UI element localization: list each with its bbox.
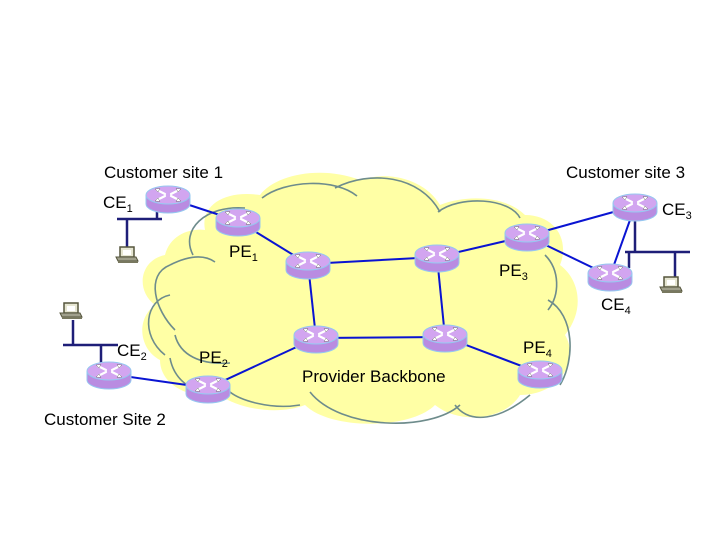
label-sub: 2 — [140, 351, 147, 363]
lan-segments — [63, 208, 690, 364]
router-icon-pe3 — [503, 222, 551, 253]
router-label-ce1: CE1 — [103, 193, 133, 215]
cloud-fill — [142, 172, 578, 424]
label-base: PE — [199, 348, 222, 367]
label-sub: 1 — [251, 252, 258, 264]
provider-backbone-cloud — [142, 172, 578, 424]
computer-icon — [659, 276, 683, 294]
label-base: PE — [499, 261, 522, 280]
label-sub: 3 — [685, 210, 692, 222]
cloud-outline — [147, 177, 571, 424]
provider-backbone-label: Provider Backbone — [302, 367, 446, 386]
router-icon-p4 — [421, 323, 469, 354]
computer-icon — [115, 246, 139, 264]
computer-icon — [59, 302, 83, 320]
label-base: PE — [229, 242, 252, 261]
label-base: PE — [523, 338, 546, 357]
label-base: CE — [103, 193, 127, 212]
label-base: CE — [117, 341, 141, 360]
router-label-pe2: PE2 — [199, 348, 228, 370]
router-icon-p1 — [284, 250, 332, 281]
router-label-ce3: CE3 — [662, 200, 692, 222]
label-sub: 4 — [624, 305, 631, 317]
site-label-3: Customer site 3 — [566, 163, 686, 182]
router-label-pe1: PE1 — [229, 242, 258, 264]
router-icon-ce2 — [85, 360, 133, 391]
site-label-2: Customer Site 2 — [44, 410, 166, 429]
label-sub: 3 — [521, 271, 528, 283]
label-base: CE — [601, 295, 625, 314]
router-label-ce2: CE2 — [117, 341, 147, 363]
router-label-pe4: PE4 — [523, 338, 552, 360]
label-sub: 4 — [545, 348, 552, 360]
label-sub: 1 — [126, 203, 133, 215]
router-icon-ce4 — [586, 262, 634, 293]
router-icon-p3 — [292, 324, 340, 355]
router-icon-ce3 — [611, 192, 659, 223]
router-icon-pe2 — [184, 374, 232, 405]
router-label-ce4: CE4 — [601, 295, 631, 317]
label-sub: 2 — [221, 358, 228, 370]
site-label-1: Customer site 1 — [104, 163, 224, 182]
router-icon-pe1 — [214, 207, 262, 238]
router-label-pe3: PE3 — [499, 261, 528, 283]
router-icon-ce1 — [144, 184, 192, 215]
label-base: CE — [662, 200, 686, 219]
router-icon-pe4 — [516, 359, 564, 390]
router-icon-p2 — [413, 243, 461, 274]
